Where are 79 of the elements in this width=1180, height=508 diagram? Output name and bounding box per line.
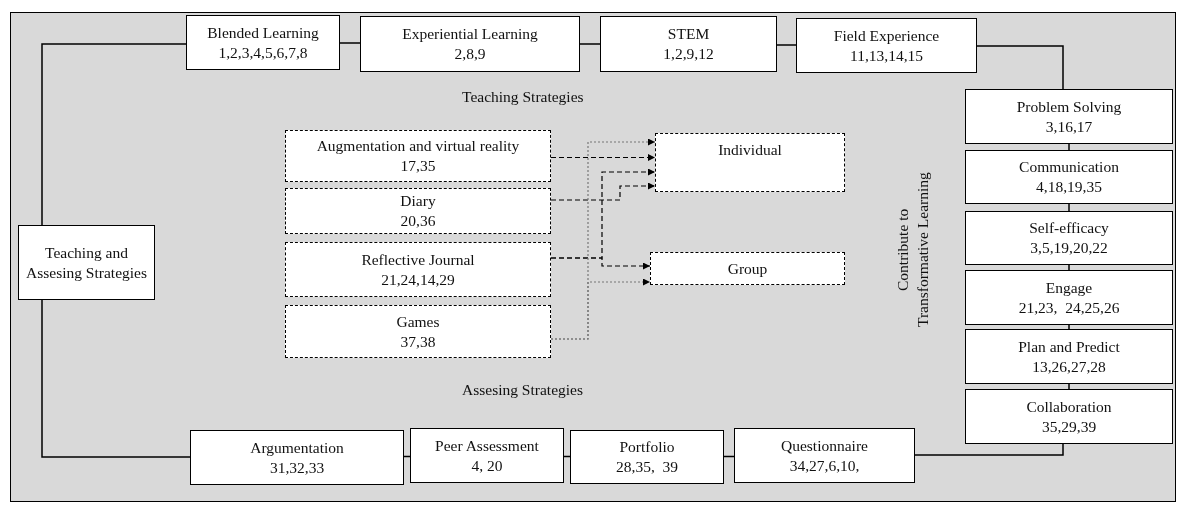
connector-line: [1068, 324, 1070, 330]
reference-numbers: 1,2,9,12: [663, 44, 714, 64]
connector-line: [776, 44, 797, 46]
process-box: [965, 329, 1173, 384]
dashed-box: [655, 133, 845, 192]
connector-line: [41, 299, 191, 458]
dashed-box: [285, 188, 551, 234]
dashed-box: [285, 305, 551, 358]
process-box: [796, 18, 977, 73]
box-title: Reflective Journal: [361, 249, 475, 270]
arrow: [550, 257, 651, 270]
reference-numbers: 2,8,9: [454, 44, 486, 64]
box-title: Individual: [718, 140, 782, 160]
process-box: [18, 225, 155, 300]
dashed-box: [650, 252, 845, 285]
connector-line: [41, 43, 187, 226]
reference-numbers: 31,32,33: [269, 457, 325, 478]
process-box: [410, 428, 564, 483]
box-title: Augmentation and virtual reality: [316, 136, 520, 156]
reference-numbers: 21,24,14,29: [381, 269, 455, 290]
connector-line: [1068, 264, 1070, 271]
box-title: Portfolio: [619, 437, 675, 457]
box-title: Field Experience: [833, 25, 940, 46]
connector-line: [1068, 383, 1070, 390]
box-title: Teaching and Assesing Strategies: [25, 242, 148, 283]
arrow: [550, 182, 656, 201]
reference-numbers: 3,5,19,20,22: [1030, 238, 1108, 258]
box-title: Experiential Learning: [402, 24, 538, 44]
process-box: [186, 15, 340, 70]
process-box: [965, 389, 1173, 444]
reference-numbers: 35,29,39: [1041, 416, 1097, 437]
box-title: Communication: [1019, 157, 1119, 177]
box-title: STEM: [667, 24, 710, 44]
reference-numbers: 37,38: [400, 331, 436, 352]
box-title: Group: [727, 258, 768, 279]
reference-numbers: 13,26,27,28: [1032, 356, 1106, 377]
box-title: Games: [396, 311, 440, 332]
reference-numbers: 3,16,17: [1045, 116, 1093, 137]
reference-numbers: 4,18,19,35: [1036, 177, 1102, 197]
section-heading: Teaching Strategies: [462, 88, 584, 106]
vertical-heading: Contribute to Transformative Learning: [893, 171, 932, 330]
box-title: Diary: [400, 191, 436, 211]
process-box: [360, 16, 580, 72]
reference-numbers: 1,2,3,4,5,6,7,8: [218, 42, 308, 63]
process-box: [965, 89, 1173, 144]
box-title: Peer Assessment: [435, 435, 539, 456]
process-box: [190, 430, 404, 485]
process-box: [734, 428, 915, 483]
reference-numbers: 17,35: [400, 156, 436, 176]
dashed-box: [285, 242, 551, 297]
box-title: Plan and Predict: [1018, 336, 1120, 357]
connector-line: [914, 443, 1064, 456]
section-heading: Assesing Strategies: [462, 381, 583, 399]
connector-line: [339, 42, 361, 44]
connector-line: [1068, 203, 1070, 212]
connector-line: [579, 43, 601, 45]
box-title: Blended Learning: [207, 22, 319, 43]
reference-numbers: 20,36: [400, 211, 436, 231]
reference-numbers: 11,13,14,15: [849, 45, 924, 66]
reference-numbers: 34,27,6,10,: [789, 455, 860, 476]
reference-numbers: 21,23, 24,25,26: [1018, 297, 1120, 318]
process-box: [965, 150, 1173, 204]
arrow: [550, 278, 651, 340]
reference-numbers: 28,35, 39: [616, 457, 678, 477]
connector-line: [976, 45, 1064, 90]
process-box: [965, 270, 1173, 325]
connector-line: [1068, 143, 1070, 151]
box-title: Engage: [1045, 277, 1093, 298]
box-title: Questionnaire: [781, 435, 868, 456]
process-box: [965, 211, 1173, 265]
arrow: [550, 154, 656, 161]
process-box: [600, 16, 777, 72]
dashed-box: [285, 130, 551, 182]
box-title: Argumentation: [250, 437, 344, 458]
reference-numbers: 4, 20: [471, 455, 503, 476]
box-title: Self-efficacy: [1029, 218, 1109, 238]
box-title: Problem Solving: [1016, 96, 1122, 117]
process-box: [570, 430, 724, 484]
box-title: Collaboration: [1026, 396, 1112, 417]
